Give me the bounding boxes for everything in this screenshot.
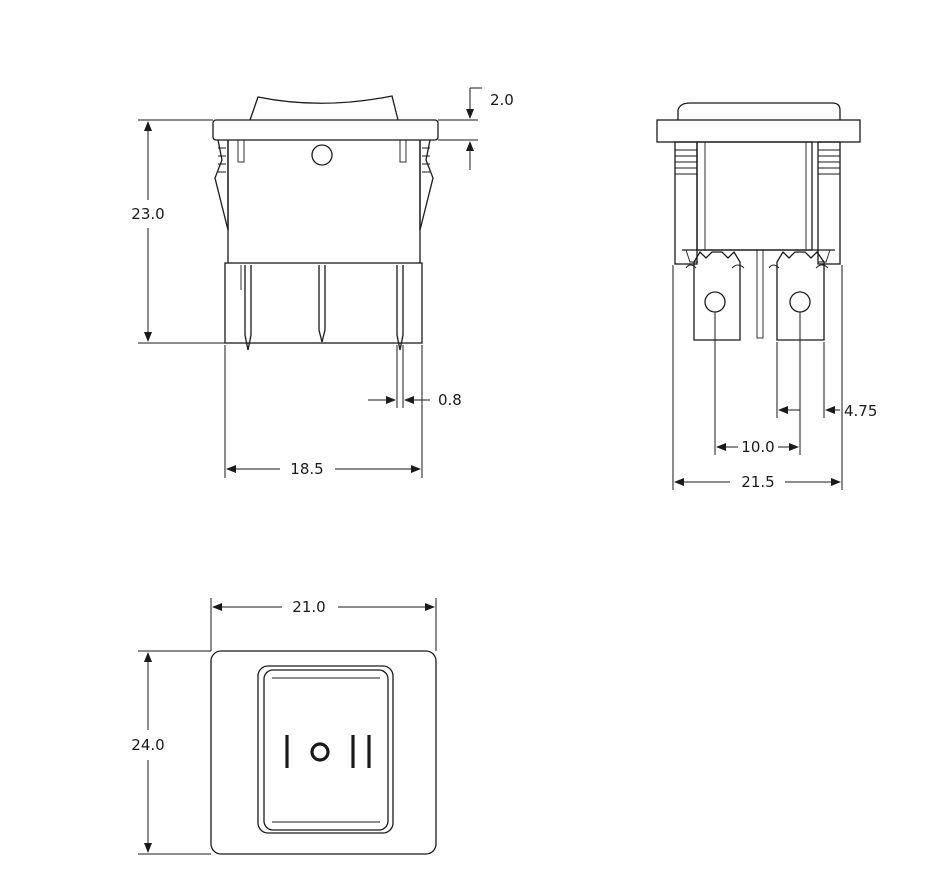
front-body-sides — [227, 140, 421, 263]
front-flange — [212, 119, 439, 141]
side-view — [656, 102, 861, 341]
side-latch-left — [674, 141, 698, 265]
dim-bezel-width: 21.0 — [292, 598, 325, 616]
dim-terminal-width: 4.75 — [844, 402, 877, 420]
top-view — [210, 650, 437, 855]
rocker-inner — [263, 669, 389, 831]
symbol-o — [310, 742, 330, 762]
dim-side-width: 21.5 — [741, 473, 774, 491]
front-latch-right-teeth — [422, 147, 431, 173]
front-lower-body — [224, 262, 423, 344]
dim-bezel-height: 24.0 — [131, 736, 164, 754]
rocker-outer — [257, 665, 394, 834]
side-center-slit — [756, 249, 764, 339]
front-latch-left-teeth — [217, 147, 226, 173]
front-view — [212, 95, 439, 351]
rocker-symbols — [285, 735, 371, 768]
bezel-outline — [210, 650, 437, 855]
side-latch-right — [817, 141, 841, 265]
terminal-left — [693, 250, 741, 341]
dim-flange-thickness: 2.0 — [490, 91, 514, 109]
dim-pin-width: 0.8 — [438, 391, 462, 409]
terminal-right — [776, 250, 825, 341]
side-dimensions: 4.75 10.0 21.5 — [672, 265, 877, 491]
front-post-right — [399, 139, 407, 163]
side-rocker — [677, 102, 841, 120]
front-latch-left — [214, 139, 229, 231]
front-led-circle — [311, 144, 333, 166]
terminal-left-hole — [704, 291, 726, 313]
side-flange — [656, 119, 861, 143]
side-body — [696, 141, 813, 251]
front-pin-2 — [318, 265, 326, 343]
dim-front-width: 18.5 — [290, 460, 323, 478]
front-dimensions: 23.0 2.0 0.8 18.5 — [131, 87, 514, 478]
front-rocker — [249, 95, 399, 121]
side-latch-right-teeth — [818, 149, 840, 175]
dim-terminal-spacing: 10.0 — [741, 438, 774, 456]
dim-front-height: 23.0 — [131, 205, 164, 223]
terminal-right-hole — [789, 291, 811, 313]
side-latch-left-teeth — [675, 149, 697, 175]
front-post-left — [237, 139, 245, 163]
front-pin-3 — [396, 265, 404, 351]
top-dimensions: 21.0 24.0 — [131, 598, 437, 855]
front-pin-1 — [244, 265, 252, 351]
front-latch-right — [419, 139, 434, 231]
